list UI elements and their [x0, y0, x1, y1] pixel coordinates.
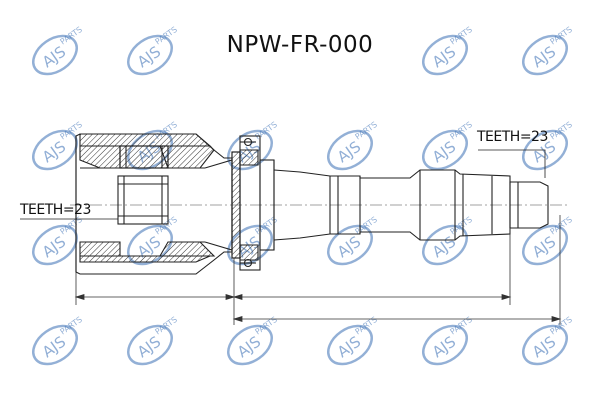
watermark-logo — [319, 209, 391, 274]
teeth-count-left: TEETH=23 — [20, 202, 91, 218]
tripod-roller — [117, 145, 169, 225]
watermark-logo — [119, 309, 191, 374]
part-number-title: NPW-FR-000 — [226, 32, 374, 58]
drive-shaft — [273, 169, 511, 241]
teeth-right-leader — [478, 149, 546, 178]
watermark-logo — [514, 209, 586, 274]
watermark-logo — [414, 309, 486, 374]
watermark-logo — [24, 209, 96, 274]
watermark-logo — [514, 114, 586, 179]
flange — [204, 135, 275, 271]
watermark-logo — [414, 209, 486, 274]
dimension-lines — [74, 215, 562, 325]
watermark-logo — [319, 309, 391, 374]
teeth-count-right: TEETH=23 — [477, 129, 548, 145]
watermark-logo — [219, 309, 291, 374]
watermark-logo — [219, 114, 291, 179]
watermark-logo — [119, 209, 191, 274]
cv-joint-drawing — [20, 133, 570, 275]
watermark-logo — [24, 309, 96, 374]
watermark-logo — [319, 114, 391, 179]
watermark-logo — [414, 114, 486, 179]
watermark-logo — [514, 309, 586, 374]
